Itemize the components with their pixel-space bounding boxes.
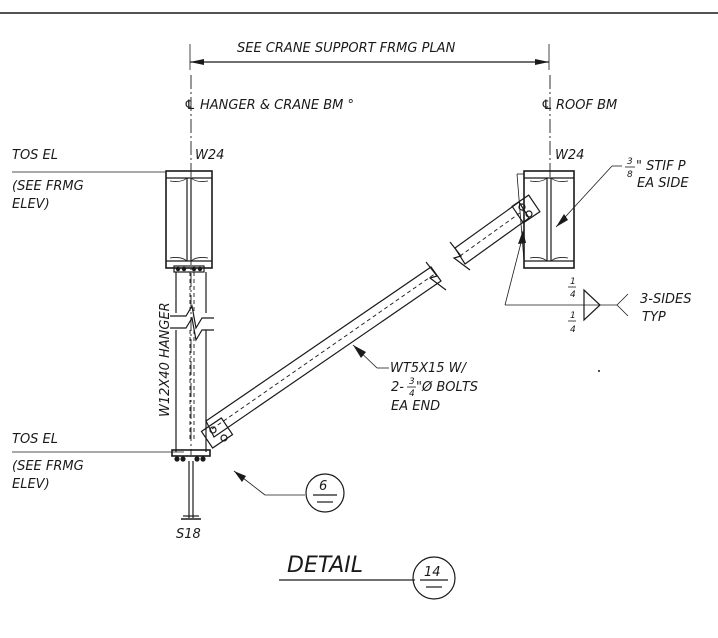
speck xyxy=(598,370,600,372)
stiffener-fraction-numerator: 3 xyxy=(627,157,633,167)
dimension-line: SEE CRANE SUPPORT FRMG PLAN xyxy=(189,41,550,70)
wt5x15-brace xyxy=(200,194,541,449)
dimension-label: SEE CRANE SUPPORT FRMG PLAN xyxy=(237,41,456,56)
see-frmg-top-line1: (SEE FRMG xyxy=(12,179,84,194)
hanger-label: W12X40 HANGER xyxy=(158,302,173,417)
brace-label-line3: EA END xyxy=(391,399,440,414)
stiffener-fraction-denominator: 8 xyxy=(627,170,633,180)
see-frmg-bottom-line1: (SEE FRMG xyxy=(12,459,84,474)
see-frmg-top-line2: ELEV) xyxy=(12,197,50,212)
hanger-top-plate xyxy=(173,265,205,273)
centerline-symbol-right: ℄ xyxy=(541,98,553,113)
brace-label-prefix: 2- xyxy=(391,380,404,395)
tos-el-label-bottom: TOS EL xyxy=(12,432,58,447)
beam-label-right: W24 xyxy=(555,148,584,163)
weld-note-line1: 3-SIDES xyxy=(640,292,692,307)
tos-elevation-bottom: TOS EL (SEE FRMG ELEV) xyxy=(12,432,211,492)
s18-column: S18 xyxy=(176,461,201,542)
tos-elevation-top: TOS EL (SEE FRMG ELEV) xyxy=(12,148,165,212)
brace-note: WT5X15 W/ 2- 3 4 "Ø BOLTS EA END xyxy=(352,344,478,414)
centerline-label-right: ROOF BM xyxy=(556,98,617,113)
tos-el-label-top: TOS EL xyxy=(12,148,58,163)
detail-title-block: DETAIL 14 xyxy=(279,553,456,600)
weld-top-denominator: 4 xyxy=(570,290,576,300)
callout-number: 6 xyxy=(319,479,327,494)
brace-label-bolts: "Ø BOLTS xyxy=(416,380,478,395)
column-label: S18 xyxy=(176,527,201,542)
w12x40-hanger: W12X40 HANGER xyxy=(158,272,214,452)
stiffener-text: " STIF P xyxy=(636,159,686,174)
detail-title: DETAIL xyxy=(287,553,363,578)
weld-bottom-denominator: 4 xyxy=(570,325,576,335)
beam-label-left: W24 xyxy=(195,148,224,163)
brace-fraction-numerator: 3 xyxy=(409,377,415,387)
brace-fraction-denominator: 4 xyxy=(409,389,415,399)
w24-beam-right: W24 xyxy=(516,148,584,269)
stiffener-text-line2: EA SIDE xyxy=(637,176,689,191)
centerline-label-left: HANGER & CRANE BM ° xyxy=(200,98,354,113)
stiffener-note: 3 8 " STIF P EA SIDE xyxy=(555,157,689,228)
see-frmg-bottom-line2: ELEV) xyxy=(12,477,50,492)
detail-number: 14 xyxy=(424,565,441,580)
weld-symbol: 1 4 1 4 3-SIDES TYP xyxy=(504,230,692,335)
brace-label-line1: WT5X15 W/ xyxy=(390,361,468,376)
centerline-symbol-left: ℄ xyxy=(184,98,196,113)
weld-top-numerator: 1 xyxy=(570,277,576,287)
weld-bottom-numerator: 1 xyxy=(570,311,576,321)
w24-beam-left: W24 xyxy=(165,148,224,269)
callout-6: 6 xyxy=(233,470,345,513)
weld-note-line2: TYP xyxy=(642,310,666,325)
